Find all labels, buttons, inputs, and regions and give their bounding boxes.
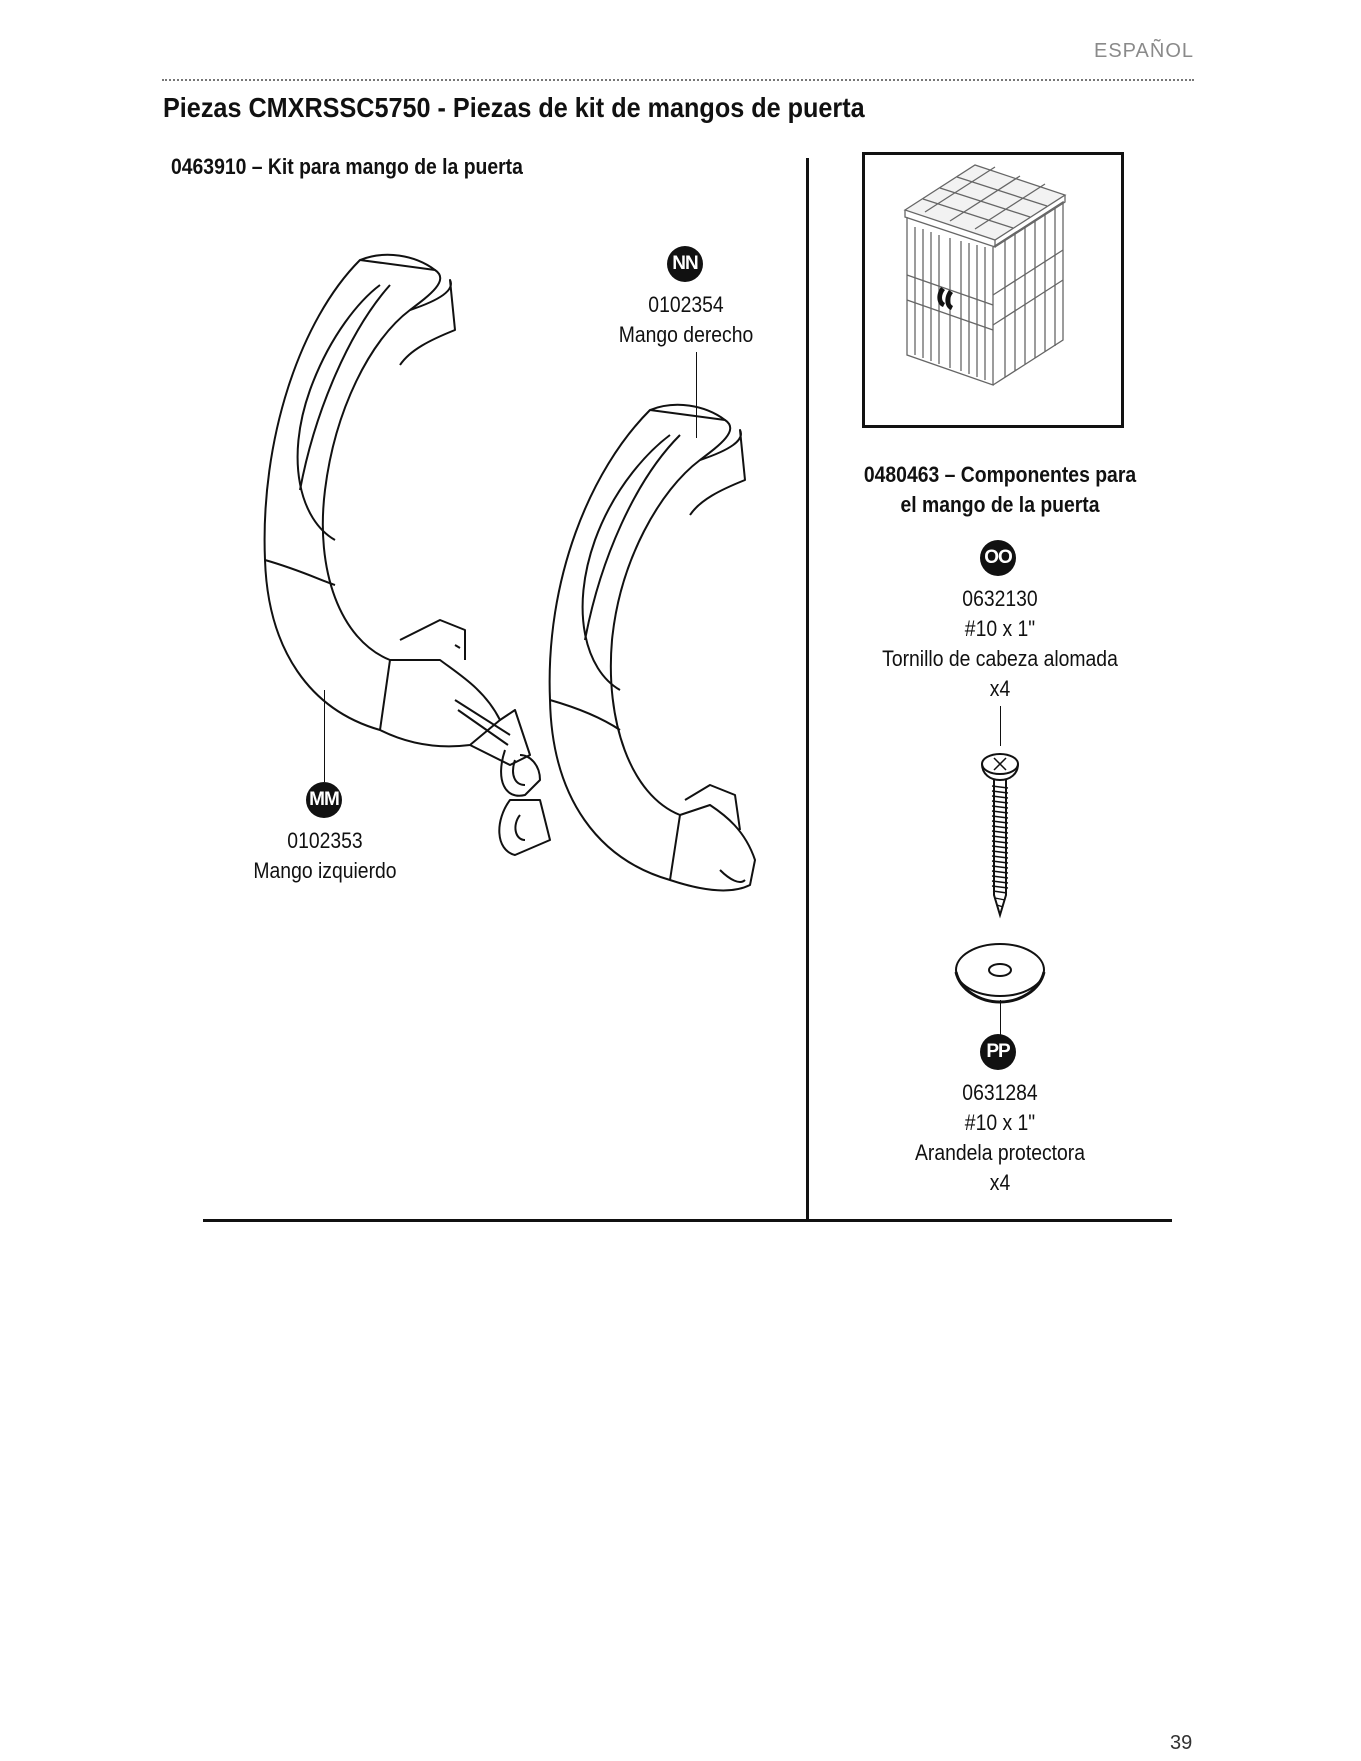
part-badge-mm: MM bbox=[306, 782, 342, 818]
right-section-heading: 0480463 – Componentes para el mango de l… bbox=[859, 460, 1141, 520]
part-number-oo: 0632130 bbox=[868, 584, 1132, 614]
part-badge-nn: NN bbox=[667, 246, 703, 282]
bottom-divider bbox=[203, 1219, 1172, 1222]
part-size-pp: #10 x 1" bbox=[868, 1108, 1132, 1138]
part-number-nn: 0102354 bbox=[598, 290, 774, 320]
header-rule bbox=[162, 79, 1194, 81]
part-name-mm: Mango izquierdo bbox=[233, 856, 418, 886]
language-label: ESPAÑOL bbox=[1094, 40, 1194, 63]
column-divider bbox=[806, 158, 809, 1222]
right-section-heading-line1: 0480463 – Componentes para bbox=[859, 460, 1141, 490]
right-section-heading-line2: el mango de la puerta bbox=[859, 490, 1141, 520]
leader-line-nn bbox=[696, 352, 697, 438]
screw-washer-illustration bbox=[930, 740, 1070, 1020]
part-name-pp: Arandela protectora bbox=[868, 1138, 1132, 1168]
page-number: 39 bbox=[1170, 1732, 1192, 1755]
part-name-nn: Mango derecho bbox=[598, 320, 774, 350]
shed-illustration bbox=[865, 155, 1121, 425]
leader-line-pp bbox=[1000, 1000, 1001, 1036]
page-title: Piezas CMXRSSC5750 - Piezas de kit de ma… bbox=[163, 92, 865, 124]
part-badge-oo: OO bbox=[980, 540, 1016, 576]
right-handle-outline bbox=[550, 410, 731, 880]
part-qty-oo: x4 bbox=[868, 674, 1132, 704]
part-number-pp: 0631284 bbox=[868, 1078, 1132, 1108]
part-badge-pp: PP bbox=[980, 1034, 1016, 1070]
left-section-heading: 0463910 – Kit para mango de la puerta bbox=[171, 154, 523, 180]
part-qty-pp: x4 bbox=[868, 1168, 1132, 1198]
leader-line-mm bbox=[324, 690, 325, 782]
part-name-oo: Tornillo de cabeza alomada bbox=[868, 644, 1132, 674]
part-size-oo: #10 x 1" bbox=[868, 614, 1132, 644]
shed-thumbnail bbox=[862, 152, 1124, 428]
part-number-mm: 0102353 bbox=[233, 826, 418, 856]
